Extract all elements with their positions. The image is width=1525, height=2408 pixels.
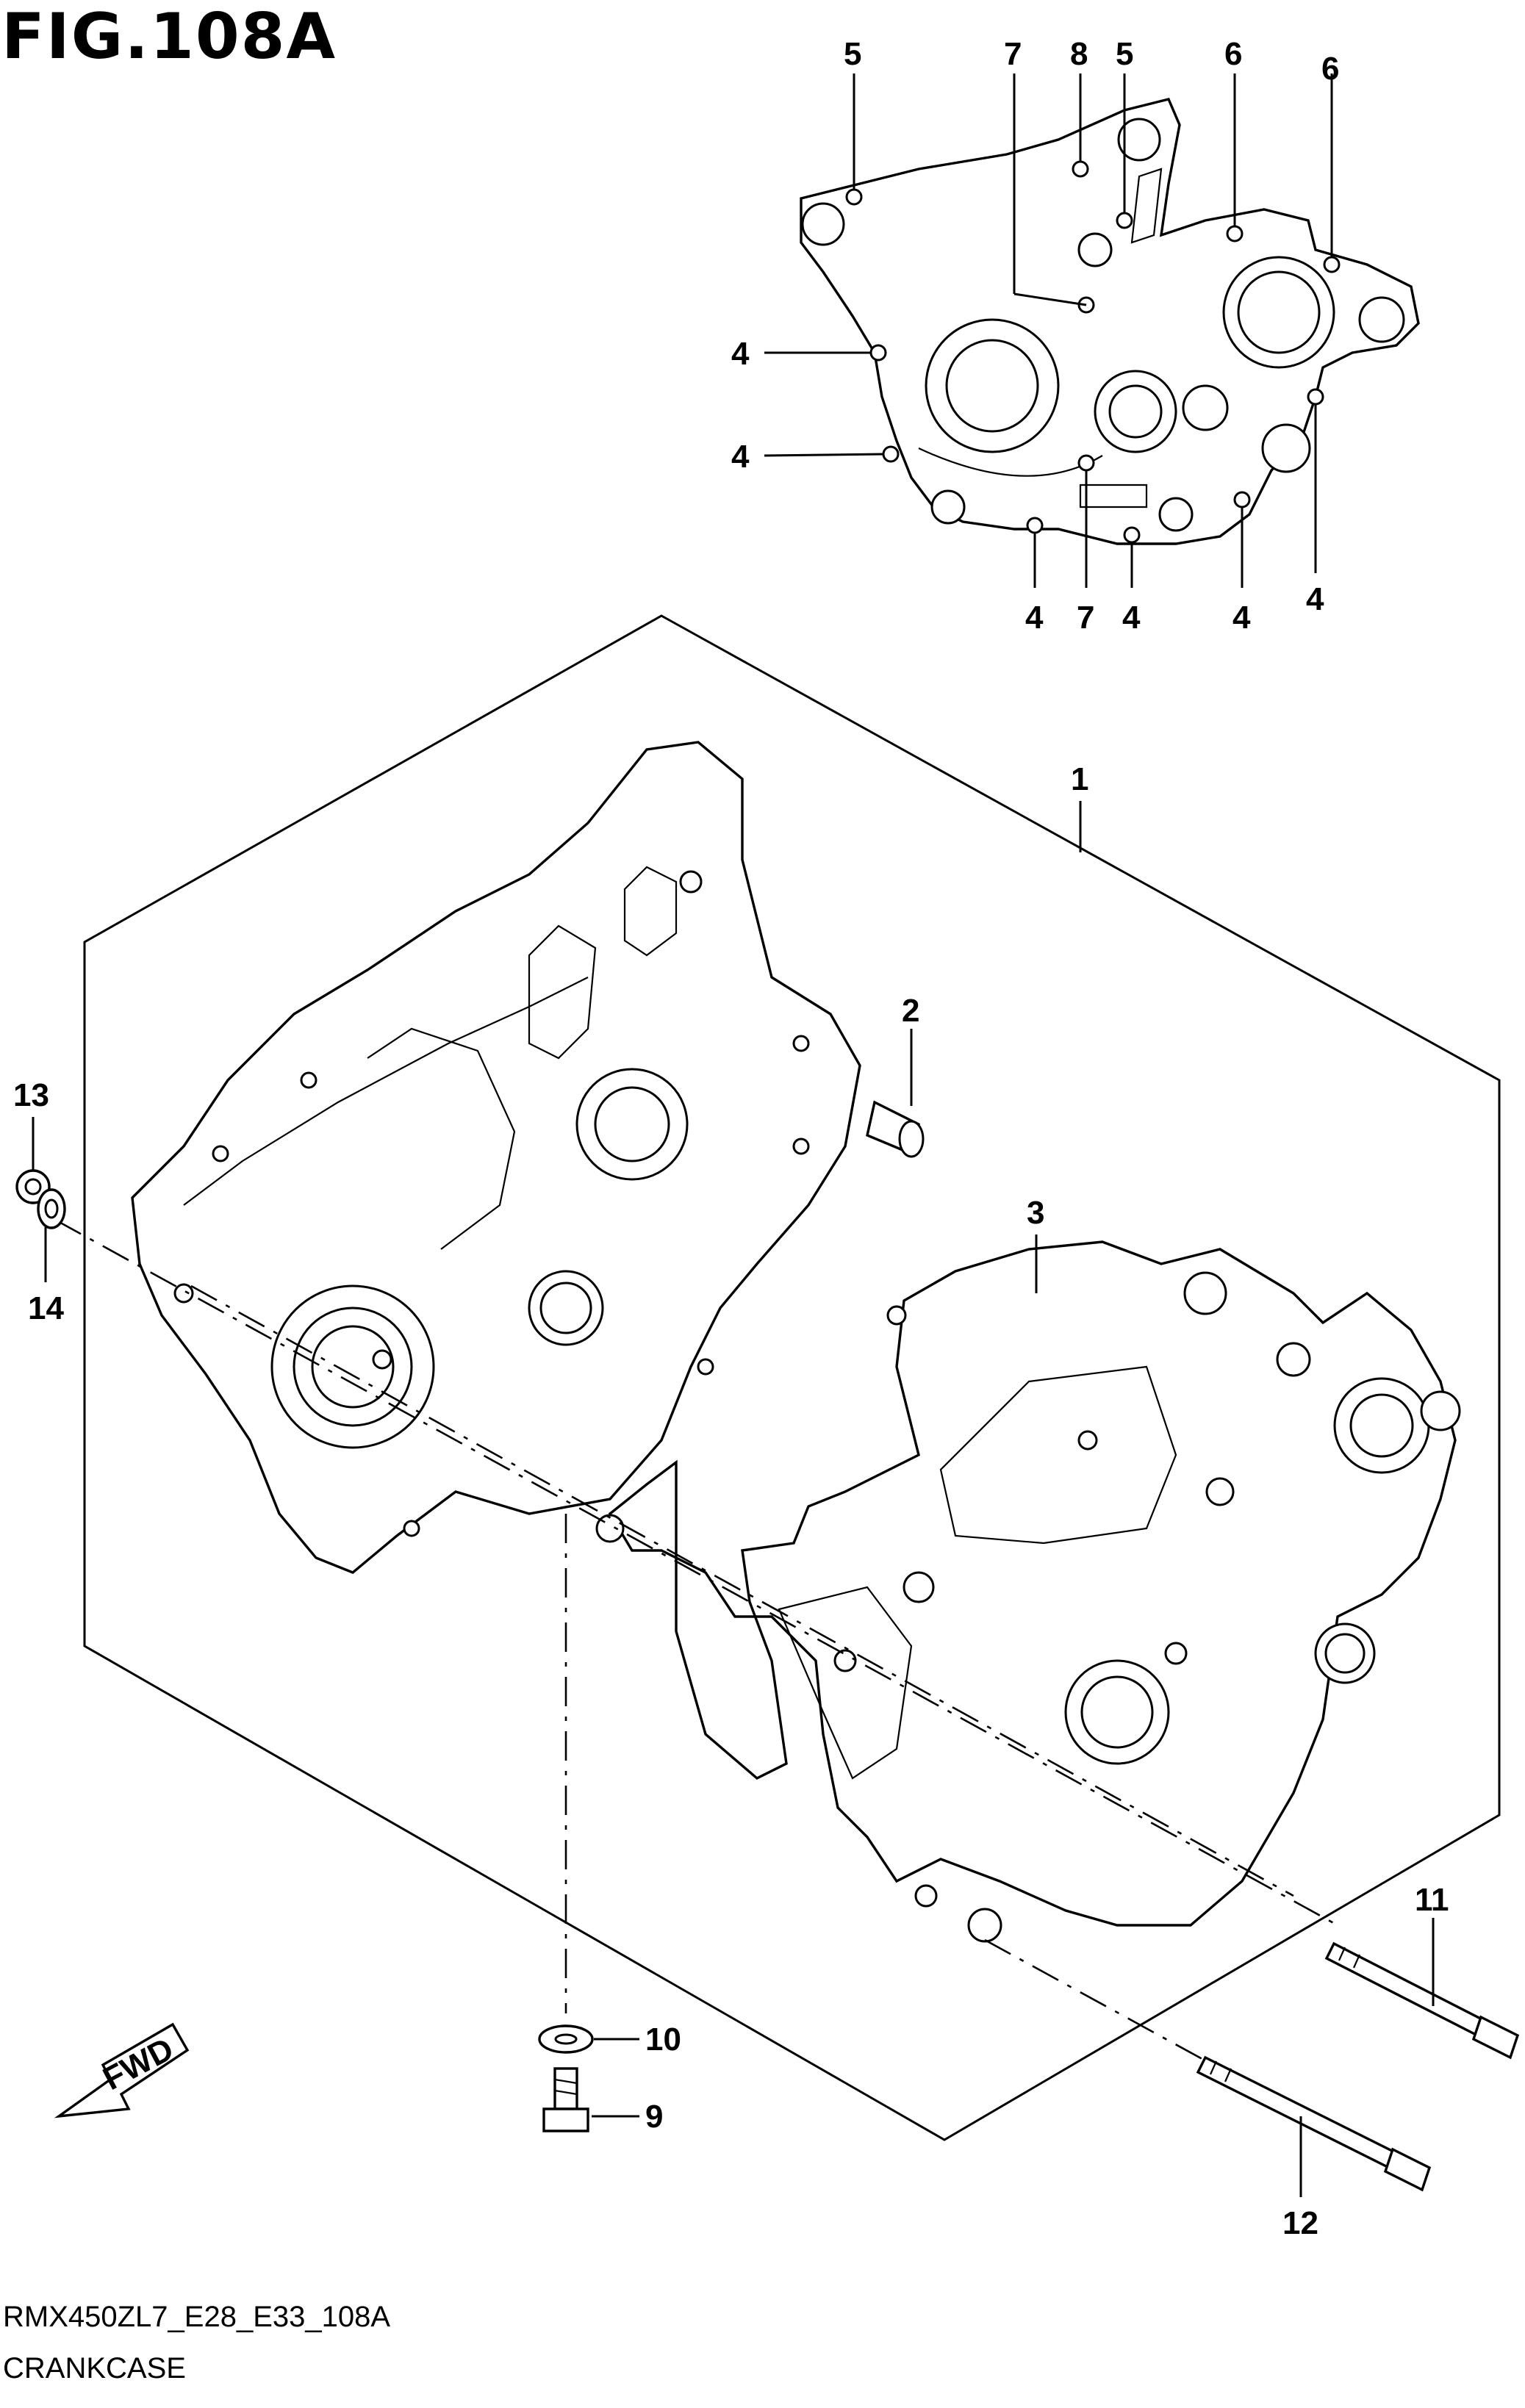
callout-14: 14 (28, 1290, 64, 1326)
model-code-caption: RMX450ZL7_E28_E33_108A (3, 2301, 391, 2333)
callout-10: 10 (645, 2021, 681, 2057)
crankcase-left-half (131, 741, 861, 1574)
nut-and-washer (15, 1117, 66, 1282)
callout-5-right: 5 (1116, 36, 1133, 72)
callout-3: 3 (1027, 1195, 1044, 1231)
callout-12: 12 (1282, 2205, 1318, 2241)
callout-6-right: 6 (1321, 51, 1339, 87)
callout-4-upper-left: 4 (731, 336, 750, 372)
callout-6-left: 6 (1224, 36, 1242, 72)
callout-4-bottom-b: 4 (1122, 600, 1141, 636)
assembly-bracket (83, 614, 1501, 2141)
callout-7-top: 7 (1004, 36, 1022, 72)
fwd-label: FWD (97, 2031, 179, 2097)
callout-2: 2 (902, 993, 919, 1029)
callout-4-bottom-c: 4 (1232, 600, 1251, 636)
main-leader-lines (1035, 801, 1082, 1293)
bolt-short (542, 2067, 639, 2132)
callout-5-left: 5 (844, 36, 861, 72)
callout-4-lower-left: 4 (731, 439, 750, 475)
inset-leader-lines (764, 73, 1333, 588)
callout-4-bottom-a: 4 (1025, 600, 1044, 636)
callout-1: 1 (1071, 761, 1088, 797)
figure-title: FIG.108A (1, 0, 337, 73)
fwd-arrow: FWD (54, 2022, 190, 2118)
callout-numbers: 5 7 8 5 6 6 4 4 4 7 4 4 4 1 2 3 13 14 10… (13, 36, 1449, 2241)
bolt-long-12 (1196, 2055, 1432, 2197)
callout-7-bottom: 7 (1077, 600, 1094, 636)
callout-11: 11 (1415, 1882, 1449, 1918)
bolt-long-11 (1324, 1918, 1520, 2060)
callout-8: 8 (1070, 36, 1088, 72)
washer (538, 2024, 639, 2054)
part-group-caption: CRANKCASE (3, 2352, 186, 2384)
dowel-pin (866, 1029, 925, 1158)
crankcase-right-half (595, 1240, 1461, 1943)
callout-4-right: 4 (1306, 581, 1324, 617)
callout-9: 9 (645, 2099, 663, 2135)
callout-13: 13 (13, 1077, 49, 1113)
bolt-location-inset (800, 97, 1420, 545)
